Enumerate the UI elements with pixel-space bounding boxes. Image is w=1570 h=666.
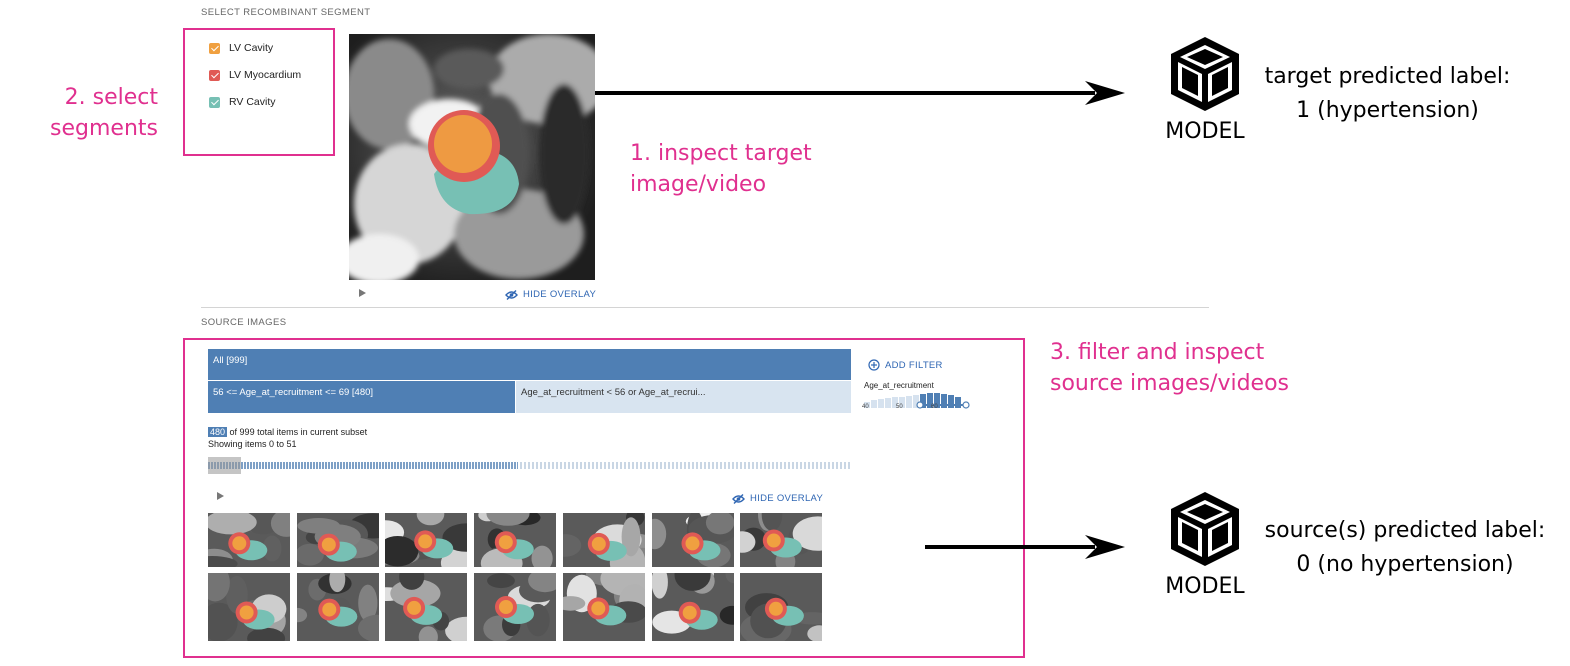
mri-thumbnail-image	[651, 573, 734, 641]
source-thumbnail[interactable]	[562, 513, 645, 567]
mri-thumbnail-image	[651, 513, 734, 567]
visible-window-scrubber[interactable]	[208, 457, 241, 474]
histogram-tick: 60	[931, 404, 938, 410]
segment-item-rv-cavity[interactable]: RV Cavity	[209, 95, 301, 109]
segment-selection-highlight: LV Cavity LV Myocardium RV Cavity	[183, 28, 335, 156]
mri-thumbnail-image	[208, 513, 290, 567]
step1-annotation: 1. inspect target image/video	[630, 141, 812, 197]
segment-list: LV Cavity LV Myocardium RV Cavity	[209, 41, 301, 109]
step3-annotation: 3. filter and inspect source images/vide…	[1050, 340, 1290, 396]
eye-off-icon	[732, 493, 745, 504]
play-icon[interactable]	[217, 492, 224, 500]
source-thumbnail[interactable]	[740, 573, 823, 641]
target-image[interactable]	[339, 34, 609, 284]
segment-label: LV Myocardium	[229, 69, 302, 81]
segment-item-lv-myocardium[interactable]: LV Myocardium	[209, 68, 301, 82]
source-thumbnail[interactable]	[474, 513, 557, 567]
count-text: of 999 total items in current subset	[229, 427, 368, 437]
checkbox-checked-icon[interactable]	[209, 96, 220, 108]
mri-thumbnail-image	[740, 573, 823, 641]
arrow-to-model-bottom	[925, 535, 1125, 559]
source-thumbnail-grid	[208, 513, 828, 643]
hide-overlay-button-target[interactable]: HIDE OVERLAY	[505, 289, 596, 300]
source-thumbnail[interactable]	[296, 573, 379, 641]
step2-annotation: 2. select segments	[50, 85, 158, 141]
source-thumbnail[interactable]	[296, 513, 379, 567]
source-thumbnail[interactable]	[208, 513, 290, 567]
subset-all-bar[interactable]: All [999]	[208, 349, 851, 380]
segment-label: LV Cavity	[229, 42, 274, 54]
play-icon[interactable]	[359, 289, 366, 297]
range-handle-max[interactable]	[962, 401, 970, 409]
item-strip[interactable]	[208, 457, 851, 474]
source-thumbnail[interactable]	[385, 573, 468, 641]
arrow-to-model-top	[595, 81, 1125, 105]
mri-thumbnail-image	[740, 513, 823, 567]
source-panel-header: SOURCE IMAGES	[201, 317, 287, 328]
mri-thumbnail-image	[296, 513, 379, 567]
mri-thumbnail-image	[474, 573, 557, 641]
eye-off-icon	[505, 289, 518, 300]
subset-count-line: 480 of 999 total items in current subset	[208, 427, 367, 437]
histogram-title: Age_at_recruitment	[864, 381, 934, 390]
cube-icon	[1171, 37, 1239, 111]
item-strip-subset	[208, 462, 518, 469]
source-prediction: source(s) predicted label: 0 (no hyperte…	[1264, 518, 1546, 577]
subset-bar-other[interactable]: Age_at_recruitment < 56 or Age_at_recrui…	[516, 381, 851, 413]
add-filter-button[interactable]: ADD FILTER	[868, 359, 943, 371]
source-thumbnail[interactable]	[651, 513, 734, 567]
mri-thumbnail-image	[296, 573, 379, 641]
source-filter-highlight	[183, 338, 1025, 658]
mri-thumbnail-image	[562, 573, 645, 641]
source-thumbnail[interactable]	[651, 573, 734, 641]
target-prediction: target predicted label: 1 (hypertension)	[1264, 64, 1511, 123]
mri-thumbnail-image	[385, 573, 468, 641]
segment-item-lv-cavity[interactable]: LV Cavity	[209, 41, 301, 55]
model-label-top: MODEL	[1165, 119, 1245, 144]
source-thumbnail[interactable]	[562, 573, 645, 641]
segment-panel-header: SELECT RECOMBINANT SEGMENT	[201, 7, 371, 18]
mri-thumbnail-image	[208, 573, 290, 641]
showing-items-text: Showing items 0 to 51	[208, 439, 297, 449]
mri-thumbnail-image	[385, 513, 468, 567]
source-thumbnail[interactable]	[208, 573, 290, 641]
checkbox-checked-icon[interactable]	[209, 69, 220, 81]
range-handle-min[interactable]	[916, 401, 924, 409]
hide-overlay-button-source[interactable]: HIDE OVERLAY	[732, 493, 823, 504]
mri-thumbnail-image	[562, 513, 645, 567]
segment-label: RV Cavity	[229, 96, 276, 108]
histogram-tick: 50	[896, 404, 903, 410]
target-mri-image	[339, 34, 609, 284]
mri-thumbnail-image	[474, 513, 557, 567]
source-thumbnail[interactable]	[740, 513, 823, 567]
checkbox-checked-icon[interactable]	[209, 42, 220, 54]
plus-circle-icon	[868, 359, 880, 371]
age-histogram[interactable]	[862, 391, 974, 415]
source-thumbnail[interactable]	[385, 513, 468, 567]
model-label-bottom: MODEL	[1165, 574, 1245, 599]
histogram-tick: 40	[862, 404, 869, 410]
subset-bar-selected[interactable]: 56 <= Age_at_recruitment <= 69 [480]	[208, 381, 515, 413]
section-divider	[201, 307, 1209, 308]
count-badge: 480	[208, 427, 228, 437]
source-thumbnail[interactable]	[474, 573, 557, 641]
cube-icon	[1171, 492, 1239, 566]
